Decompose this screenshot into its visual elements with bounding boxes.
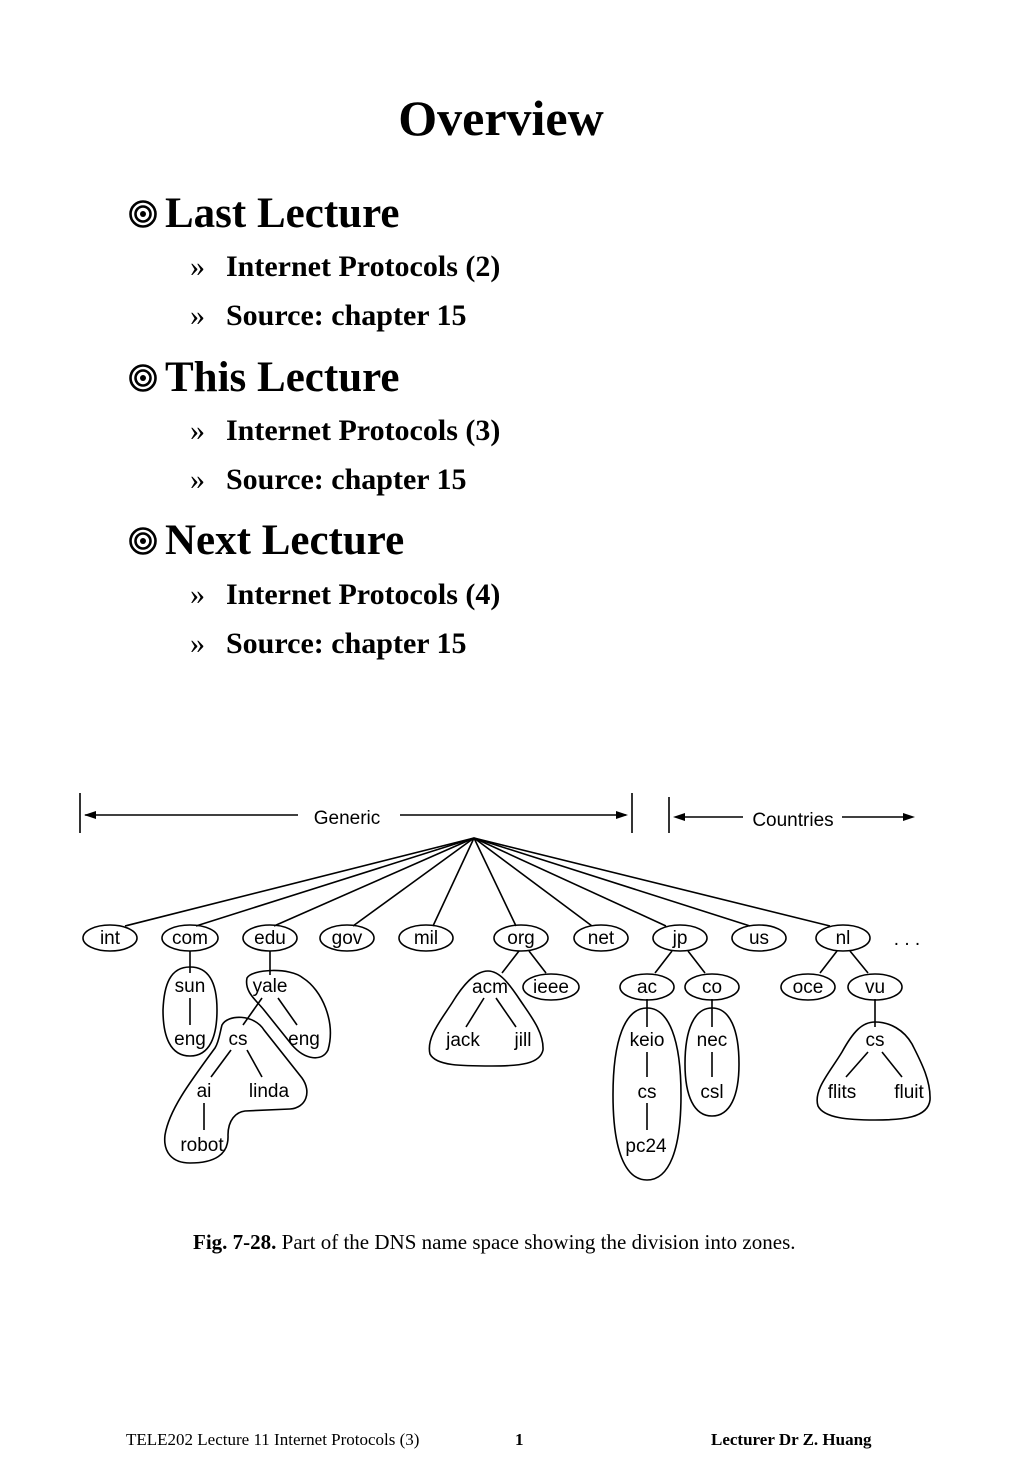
arrow-left-icon [673, 813, 685, 821]
sub-bullet-icon: » [190, 463, 205, 496]
node-label: jill [514, 1030, 532, 1051]
generic-label: Generic [314, 808, 381, 829]
section-heading: Last Lecture [165, 190, 400, 237]
node-label: acm [472, 977, 508, 998]
node-label: co [702, 977, 722, 998]
sub-bullet-icon: » [190, 578, 205, 611]
node-label: eng [174, 1029, 206, 1050]
node-label: gov [332, 928, 363, 949]
zone-yale [245, 969, 332, 1059]
target-bullet-icon [129, 364, 157, 392]
node-label: cs [638, 1082, 657, 1103]
node-org [493, 924, 549, 952]
sub-bullet-icon: » [190, 250, 205, 283]
sub-bullet-icon: » [190, 414, 205, 447]
node-jp [652, 924, 708, 952]
ellipsis: . . . [894, 929, 920, 950]
node-label: jack [445, 1030, 480, 1051]
zone-acm [428, 970, 544, 1067]
node-label: csl [700, 1082, 723, 1103]
target-bullet-icon [129, 200, 157, 228]
node-label: vu [865, 977, 885, 998]
arrow-left-icon [84, 811, 96, 819]
node-label: net [588, 928, 615, 949]
node-int [82, 924, 138, 952]
node-label: int [100, 928, 121, 949]
arrow-right-icon [903, 813, 915, 821]
node-label: robot [180, 1135, 224, 1156]
node-oce [780, 973, 836, 1001]
dns-namespace-diagram: Generic Countries . . . int com edu gov … [79, 793, 931, 1181]
zone-cs-vu [816, 1021, 931, 1121]
node-net [573, 924, 629, 952]
sub-bullet-icon: » [190, 627, 205, 660]
section-heading: Next Lecture [165, 517, 405, 564]
node-label: flits [828, 1082, 857, 1103]
footer-right: Lecturer Dr Z. Huang [711, 1430, 872, 1449]
node-nl [815, 924, 871, 952]
zone-cs-edu [163, 1016, 308, 1164]
node-co [684, 973, 740, 1001]
node-label: us [749, 928, 769, 949]
node-mil [398, 924, 454, 952]
node-label: oce [793, 977, 824, 998]
node-label: fluit [894, 1082, 924, 1103]
page-number: 1 [515, 1430, 524, 1449]
node-label: keio [630, 1030, 665, 1051]
node-label: pc24 [625, 1136, 667, 1157]
zone-nec [684, 1007, 740, 1117]
node-label: sun [175, 976, 206, 997]
node-label: cs [229, 1029, 248, 1050]
arrowheads [84, 811, 915, 821]
node-label: ac [637, 977, 657, 998]
node-label: cs [866, 1030, 885, 1051]
list-item: »Internet Protocols (2) [190, 250, 501, 283]
sub-bullet-icon: » [190, 299, 205, 332]
figure-caption: Fig. 7-28. Part of the DNS name space sh… [193, 1230, 796, 1254]
arrow-right-icon [616, 811, 628, 819]
section-heading: This Lecture [165, 354, 400, 401]
node-ieee [522, 973, 580, 1001]
list-item: »Internet Protocols (3) [190, 414, 501, 447]
node-vu [847, 973, 903, 1001]
node-label: linda [249, 1081, 290, 1102]
node-edu [242, 924, 298, 952]
footer-left: TELE202 Lecture 11 Internet Protocols (3… [126, 1430, 420, 1449]
node-label: ai [197, 1081, 212, 1102]
node-label: edu [254, 928, 286, 949]
target-bullet-icon [129, 527, 157, 555]
list-item: »Internet Protocols (4) [190, 578, 501, 611]
node-label: nl [836, 928, 851, 949]
zone-sun [162, 966, 218, 1057]
list-item: »Source: chapter 15 [190, 299, 467, 332]
node-label: org [507, 928, 534, 949]
node-label: jp [672, 928, 688, 949]
node-label: eng [288, 1029, 320, 1050]
node-label: yale [253, 976, 288, 997]
node-label: mil [414, 928, 438, 949]
page-title: Overview [398, 90, 604, 146]
zone-keio [612, 1007, 682, 1181]
node-com [161, 924, 219, 952]
list-item: »Source: chapter 15 [190, 627, 467, 660]
node-label: nec [697, 1030, 728, 1051]
list-item: »Source: chapter 15 [190, 463, 467, 496]
node-ac [619, 973, 675, 1001]
node-label: ieee [533, 977, 569, 998]
node-us [731, 924, 787, 952]
node-label: com [172, 928, 208, 949]
countries-label: Countries [752, 810, 833, 831]
node-gov [319, 924, 375, 952]
